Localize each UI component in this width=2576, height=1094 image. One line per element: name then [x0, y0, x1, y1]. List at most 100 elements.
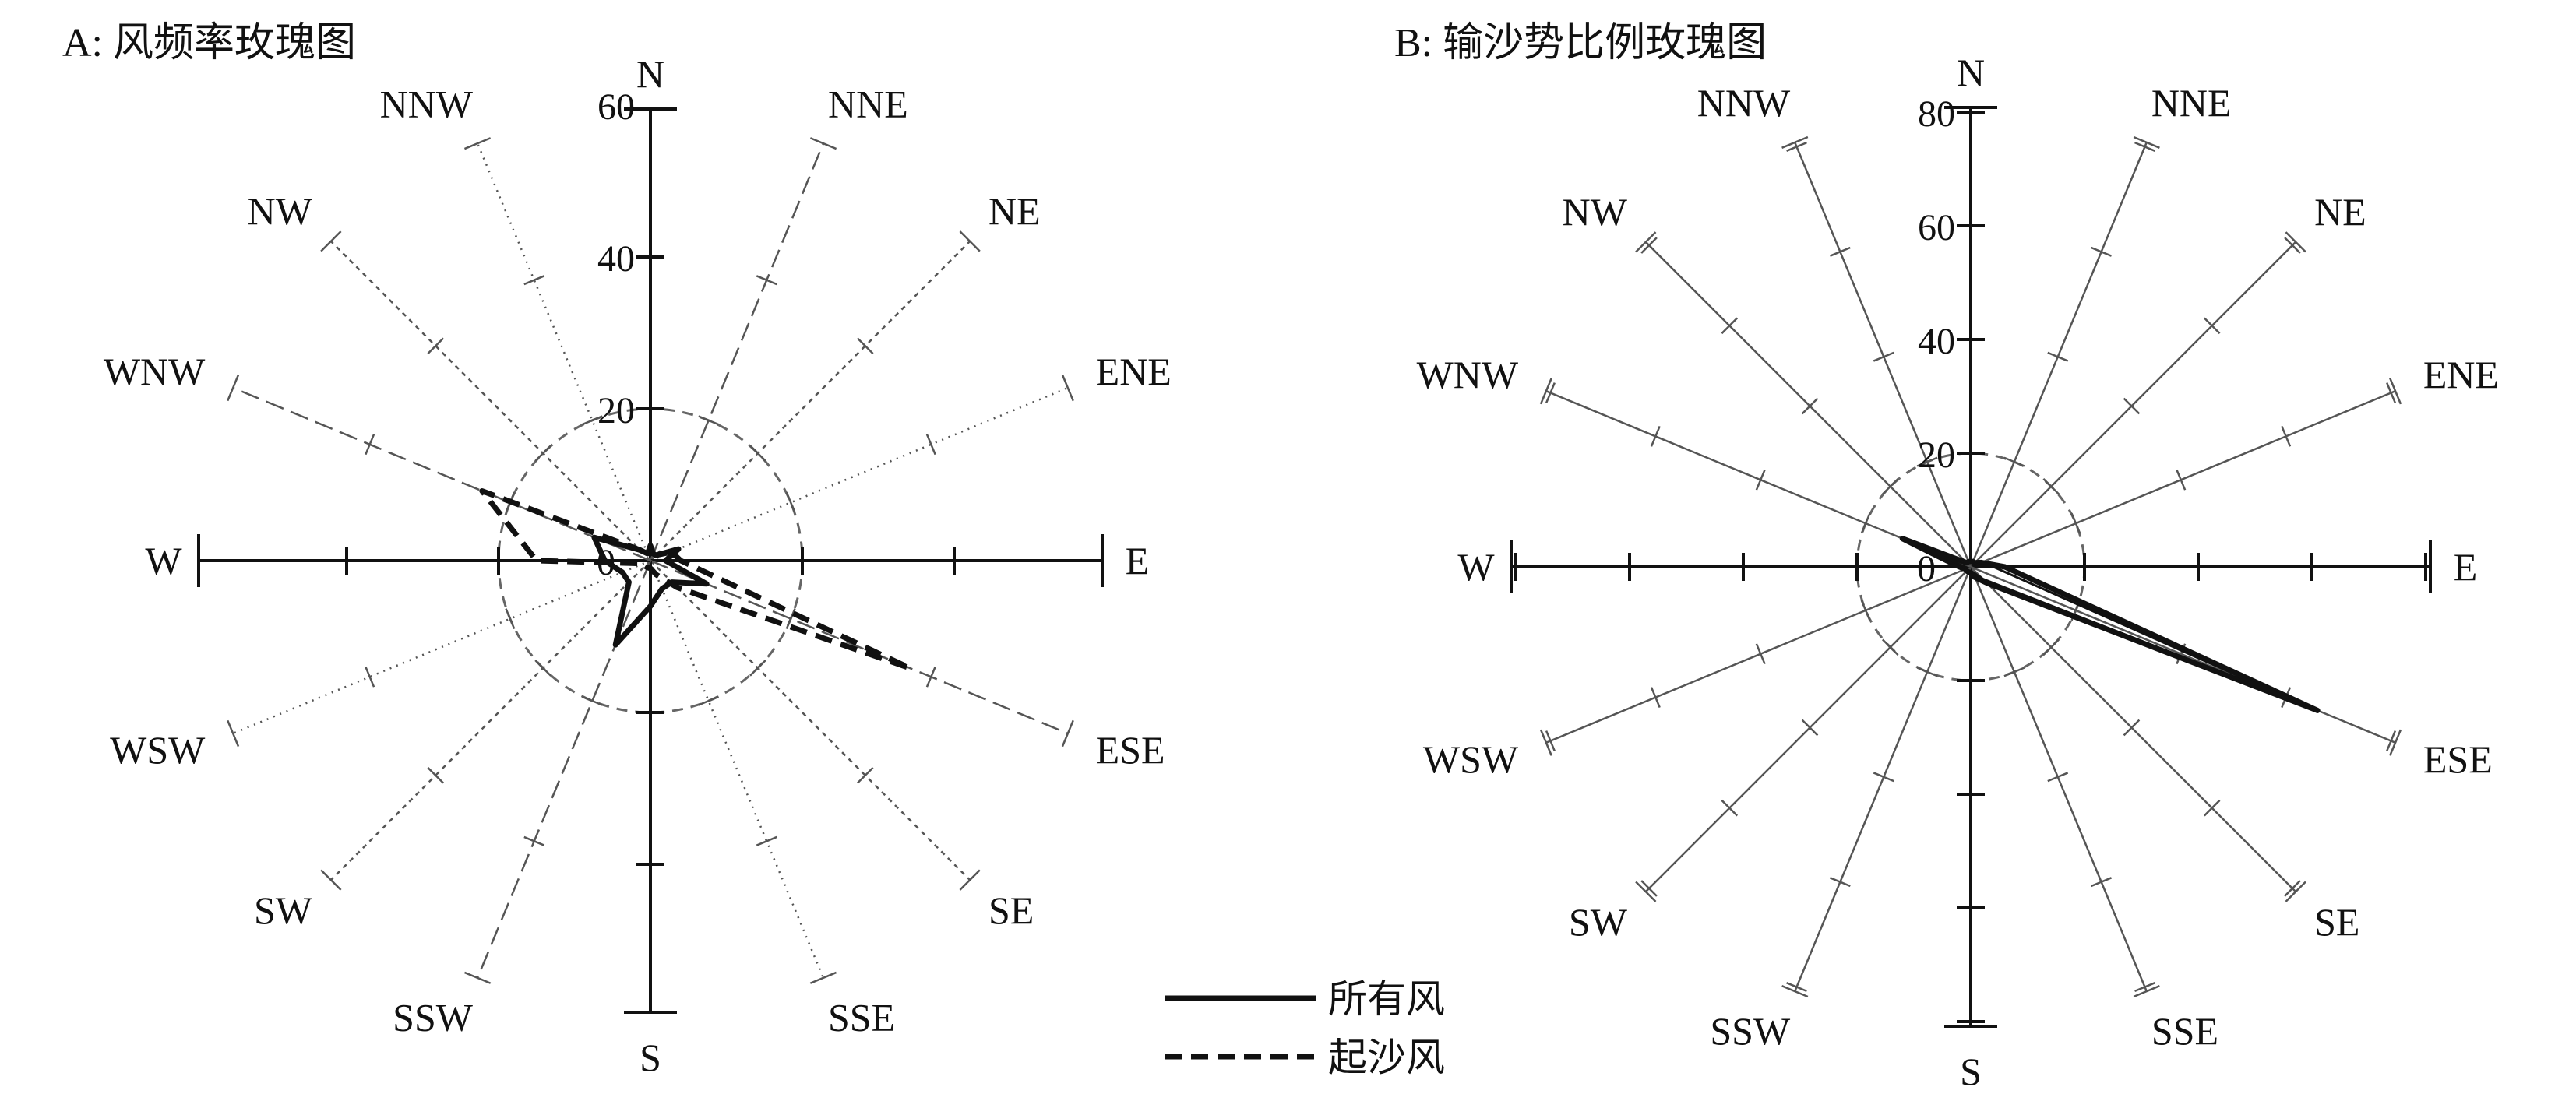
tick-se	[2042, 638, 2060, 656]
panel-b-title: B: 输沙势比例玫瑰图	[1394, 21, 1767, 65]
spoke-se	[650, 560, 971, 881]
direction-label-ese: ESE	[1096, 728, 1165, 772]
tick-wsw	[365, 666, 375, 688]
direction-label-w: W	[145, 539, 182, 582]
tick-sw	[1801, 719, 1819, 737]
direction-label-ne: NE	[2314, 190, 2366, 234]
tick-ssw	[581, 695, 603, 706]
tick-sw	[320, 869, 342, 891]
tick-wnw	[365, 434, 375, 456]
tick-sw	[1881, 638, 1899, 656]
tick-wsw	[227, 719, 240, 748]
spoke-ssw	[1794, 566, 1972, 992]
legend-label-all-wind: 所有风	[1328, 977, 1445, 1021]
radial-tick-label: 60	[1918, 207, 1955, 248]
tick-wnw	[1650, 425, 1661, 447]
direction-label-ssw: SSW	[1710, 1009, 1791, 1053]
tick-nnw	[1873, 351, 1894, 362]
panel-a-title: A: 风频率玫瑰图	[62, 21, 356, 65]
spoke-nnw	[1794, 142, 1972, 568]
tick-nw	[1881, 477, 1899, 495]
direction-label-se: SE	[2314, 900, 2359, 944]
direction-label-ene: ENE	[2423, 353, 2499, 396]
tick-nw	[1635, 231, 1657, 253]
direction-label-wnw: WNW	[104, 350, 206, 393]
direction-label-e: E	[2454, 545, 2478, 589]
spoke-se	[1970, 566, 2297, 893]
tick-ne	[2285, 231, 2306, 253]
spoke-nw	[1644, 241, 1972, 568]
tick-wnw	[1860, 512, 1871, 534]
tick-ene	[2176, 469, 2187, 491]
tick-nnw	[1781, 135, 1809, 149]
tick-nnw	[1829, 246, 1851, 257]
tick-nw	[1801, 397, 1819, 415]
tick-sse	[2091, 877, 2113, 888]
tick-wsw	[1650, 687, 1661, 709]
tick-sse	[2003, 667, 2025, 677]
direction-label-sw: SW	[254, 888, 313, 932]
tick-wsw	[1755, 643, 1766, 665]
tick-nnw	[463, 137, 492, 150]
tick-se	[2285, 881, 2306, 902]
radial-tick-label: 40	[597, 238, 635, 280]
direction-label-ese: ESE	[2423, 737, 2493, 781]
tick-ssw	[1781, 985, 1809, 998]
tick-wnw	[1539, 378, 1552, 405]
tick-ene	[1061, 374, 1074, 402]
tick-se	[2284, 880, 2301, 897]
spoke-wsw	[232, 559, 651, 735]
tick-nw	[534, 445, 551, 462]
tick-sw	[1721, 799, 1739, 817]
spoke-ese	[1970, 565, 2396, 744]
tick-nw	[1721, 317, 1739, 335]
spoke-wnw	[232, 386, 651, 562]
tick-nne	[2134, 141, 2155, 152]
series-all-wind-polygon	[591, 534, 710, 648]
spoke-nw	[329, 240, 651, 561]
direction-label-ne: NE	[988, 189, 1041, 233]
tick-ssw	[1829, 877, 1851, 888]
tick-ssw	[523, 835, 545, 846]
tick-nw	[427, 337, 445, 355]
spoke-ene	[650, 386, 1069, 562]
direction-label-nnw: NNW	[1697, 81, 1791, 125]
legend-label-sand-wind: 起沙风	[1328, 1036, 1445, 1079]
tick-sse	[756, 835, 777, 846]
spoke-ssw	[476, 560, 652, 979]
tick-wsw	[1860, 600, 1871, 621]
tick-wnw	[1545, 382, 1556, 403]
tick-wsw	[1539, 729, 1552, 756]
tick-se	[856, 766, 874, 784]
direction-label-e: E	[1126, 539, 1150, 582]
direction-label-s: S	[1960, 1050, 1982, 1093]
tick-nne	[809, 137, 837, 150]
tick-ese	[925, 666, 936, 688]
radial-tick-label: 80	[1918, 93, 1955, 135]
tick-ssw	[1786, 982, 1807, 993]
tick-sw	[534, 660, 551, 677]
tick-nne	[698, 415, 720, 426]
series-sand-wind-polygon	[1917, 543, 2298, 703]
panel-b-rose: NNNENEENEEESESESSESSSWSWWSWWWNWNWNNW0204…	[1417, 51, 2500, 1093]
spoke-nne	[1969, 142, 2148, 568]
direction-label-se: SE	[988, 888, 1034, 932]
tick-wsw	[1545, 730, 1556, 751]
radial-tick-label: 40	[1918, 321, 1955, 362]
direction-label-nne: NNE	[828, 82, 908, 125]
spoke-sw	[1644, 566, 1972, 893]
tick-nw	[320, 230, 342, 252]
tick-sse	[809, 971, 837, 984]
spoke-nne	[649, 142, 825, 561]
tick-ene	[2389, 378, 2402, 405]
direction-label-w: W	[1457, 545, 1495, 589]
tick-ese	[2386, 730, 2397, 751]
tick-ne	[749, 445, 766, 462]
tick-se	[2203, 799, 2221, 817]
direction-label-ene: ENE	[1096, 350, 1172, 393]
series-sand-wind-polygon	[479, 488, 913, 671]
tick-ne	[2123, 397, 2141, 415]
spoke-sse	[1969, 566, 2148, 992]
legend: 所有风 起沙风	[1165, 977, 1445, 1079]
tick-ese	[785, 608, 796, 630]
